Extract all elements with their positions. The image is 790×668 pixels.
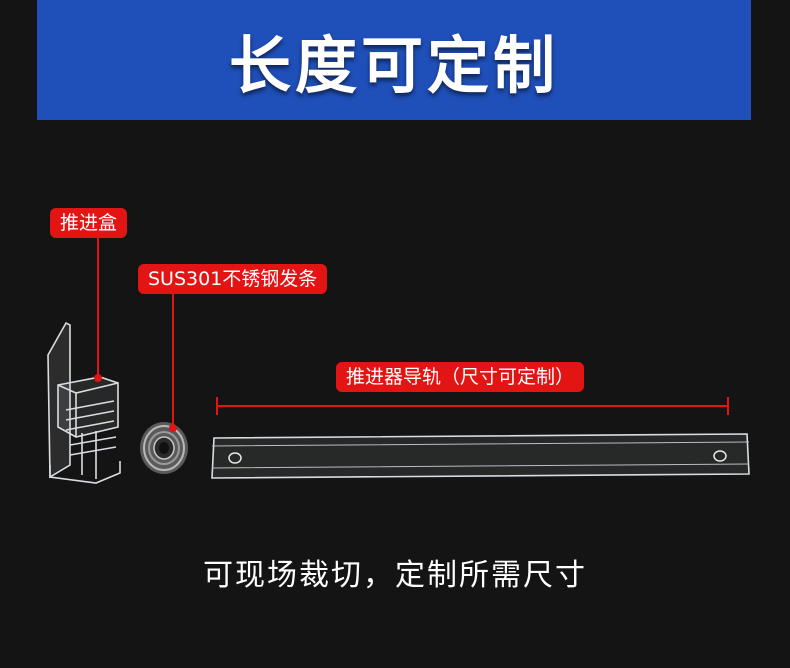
footer-caption: 可现场裁切，定制所需尺寸 xyxy=(203,558,587,593)
push-box-image xyxy=(47,321,121,484)
title-banner: 长度可定制 xyxy=(37,0,751,120)
spring-label: SUS301不锈钢发条 xyxy=(138,264,328,294)
spring-pointer-dot xyxy=(169,424,177,432)
rail-dimension-line xyxy=(217,405,729,407)
spring-coil-image xyxy=(140,422,188,474)
banner-title: 长度可定制 xyxy=(228,29,559,102)
rail-dimension-tick-right xyxy=(727,397,729,415)
rail-image xyxy=(211,433,750,479)
rail-label: 推进器导轨（尺寸可定制） xyxy=(336,362,585,392)
spring-pointer-line xyxy=(172,294,174,426)
push-box-pointer-line xyxy=(97,238,99,376)
rail-dimension-tick-left xyxy=(216,397,218,415)
push-box-pointer-dot xyxy=(94,374,102,382)
push-box-label: 推进盒 xyxy=(50,208,128,238)
